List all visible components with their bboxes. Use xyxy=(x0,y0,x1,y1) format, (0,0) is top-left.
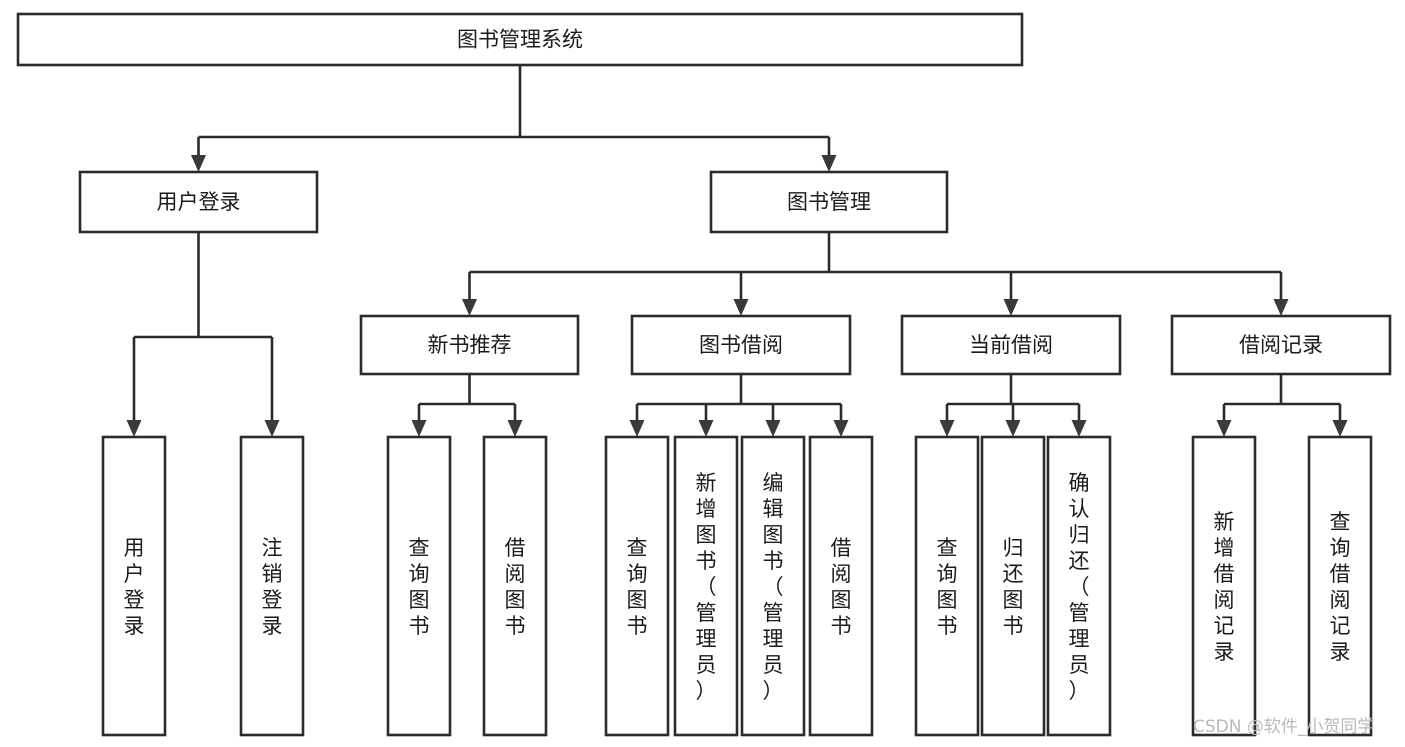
node-box-borrow-record xyxy=(1170,314,1392,376)
arrow-icon-leaf-query-book-rec xyxy=(411,420,427,437)
node-label-leaf-query-book-b: 查询图书 xyxy=(627,536,648,638)
arrow-icon-leaf-logout xyxy=(264,420,280,437)
arrow-icon-leaf-user-login xyxy=(126,420,142,437)
arrow-icon-leaf-borrow-book-rec xyxy=(507,420,523,437)
node-box-current-borrow xyxy=(900,314,1122,376)
node-leaf-query-book-b[interactable]: 查询图书 xyxy=(604,435,670,737)
node-label-leaf-borrow-book-rec: 借阅图书 xyxy=(505,536,526,638)
node-label-leaf-logout: 注销登录 xyxy=(262,536,283,638)
node-user-login[interactable]: 用户登录 xyxy=(78,170,319,234)
arrow-icon-leaf-query-book-b xyxy=(629,420,645,437)
node-box-leaf-query-book-c xyxy=(914,435,980,737)
arrow-icon-leaf-query-record xyxy=(1332,420,1348,437)
node-box-book-borrow xyxy=(630,314,852,376)
node-label-current-borrow: 当前借阅 xyxy=(969,333,1053,357)
node-leaf-borrow-book-b[interactable]: 借阅图书 xyxy=(808,435,874,737)
arrow-icon-leaf-add-book xyxy=(698,420,714,437)
node-book-manage[interactable]: 图书管理 xyxy=(709,170,949,234)
csdn-watermark: CSDN @软件_小贺同学 xyxy=(1193,717,1374,737)
node-leaf-logout[interactable]: 注销登录 xyxy=(239,435,305,737)
nodes-layer: 新书推荐图书借阅当前借阅借阅记录用户登录注销登录查询图书借阅图书查询图书新增图书… xyxy=(16,12,1392,737)
node-box-leaf-query-book-rec xyxy=(386,435,452,737)
arrow-icon-leaf-query-book-c xyxy=(939,420,955,437)
node-leaf-query-book-c[interactable]: 查询图书 xyxy=(914,435,980,737)
node-box-book-manage xyxy=(709,170,949,234)
node-label-leaf-user-login: 用户登录 xyxy=(124,536,145,638)
arrow-icon-book-borrow xyxy=(733,299,749,316)
node-root[interactable]: 图书管理系统 xyxy=(16,12,1024,67)
node-label-book-manage: 图书管理 xyxy=(787,190,871,214)
node-label-leaf-query-book-c: 查询图书 xyxy=(937,536,958,638)
arrow-icon-user-login xyxy=(191,155,206,172)
node-label-leaf-add-record: 新增借阅记录 xyxy=(1214,510,1235,664)
node-leaf-user-login[interactable]: 用户登录 xyxy=(101,435,167,737)
node-leaf-add-record[interactable]: 新增借阅记录 xyxy=(1191,435,1257,737)
node-box-leaf-confirm-return xyxy=(1046,435,1112,737)
arrow-icon-current-borrow xyxy=(1003,299,1019,316)
node-box-root xyxy=(16,12,1024,67)
node-label-book-borrow: 图书借阅 xyxy=(699,333,783,357)
node-label-root: 图书管理系统 xyxy=(457,28,583,52)
arrow-icon-leaf-borrow-book-b xyxy=(833,420,849,437)
node-leaf-borrow-book-rec[interactable]: 借阅图书 xyxy=(482,435,548,737)
node-label-leaf-return-book: 归还图书 xyxy=(1003,536,1024,638)
arrow-icon-leaf-return-book xyxy=(1005,420,1021,437)
node-leaf-query-book-rec[interactable]: 查询图书 xyxy=(386,435,452,737)
node-box-user-login xyxy=(78,170,319,234)
arrow-icon-book-manage xyxy=(821,155,837,172)
node-box-leaf-add-book xyxy=(673,435,739,737)
node-box-leaf-edit-book xyxy=(740,435,806,737)
node-box-leaf-borrow-book-rec xyxy=(482,435,548,737)
node-label-leaf-edit-book: 编辑图书（管理员） xyxy=(763,471,784,703)
node-leaf-confirm-return[interactable]: 确认归还（管理员） xyxy=(1046,435,1112,737)
connectors-layer xyxy=(126,65,1348,437)
node-label-leaf-confirm-return: 确认归还（管理员） xyxy=(1069,471,1090,703)
arrow-icon-leaf-add-record xyxy=(1216,420,1232,437)
arrow-icon-borrow-record xyxy=(1273,299,1289,316)
node-box-leaf-query-record xyxy=(1307,435,1373,737)
node-box-leaf-query-book-b xyxy=(604,435,670,737)
node-label-new-book-rec: 新书推荐 xyxy=(428,333,512,357)
node-label-user-login: 用户登录 xyxy=(157,190,241,214)
node-label-leaf-add-book: 新增图书（管理员） xyxy=(696,471,717,703)
node-current-borrow[interactable]: 当前借阅 xyxy=(900,314,1122,376)
arrow-icon-leaf-confirm-return xyxy=(1071,420,1087,437)
node-book-borrow[interactable]: 图书借阅 xyxy=(630,314,852,376)
node-box-leaf-add-record xyxy=(1191,435,1257,737)
node-box-leaf-user-login xyxy=(101,435,167,737)
arrow-icon-leaf-edit-book xyxy=(765,420,781,437)
node-box-leaf-borrow-book-b xyxy=(808,435,874,737)
node-leaf-add-book[interactable]: 新增图书（管理员） xyxy=(673,435,739,737)
node-borrow-record[interactable]: 借阅记录 xyxy=(1170,314,1392,376)
node-new-book-rec[interactable]: 新书推荐 xyxy=(359,314,580,376)
node-leaf-edit-book[interactable]: 编辑图书（管理员） xyxy=(740,435,806,737)
arrow-icon-new-book-rec xyxy=(462,299,477,316)
node-leaf-query-record[interactable]: 查询借阅记录 xyxy=(1307,435,1373,737)
node-leaf-return-book[interactable]: 归还图书 xyxy=(980,435,1046,737)
node-label-leaf-query-book-rec: 查询图书 xyxy=(409,536,430,638)
node-box-leaf-logout xyxy=(239,435,305,737)
node-box-leaf-return-book xyxy=(980,435,1046,737)
node-label-leaf-borrow-book-b: 借阅图书 xyxy=(831,536,852,638)
node-label-borrow-record: 借阅记录 xyxy=(1239,333,1323,357)
node-label-leaf-query-record: 查询借阅记录 xyxy=(1330,510,1351,664)
node-box-new-book-rec xyxy=(359,314,580,376)
